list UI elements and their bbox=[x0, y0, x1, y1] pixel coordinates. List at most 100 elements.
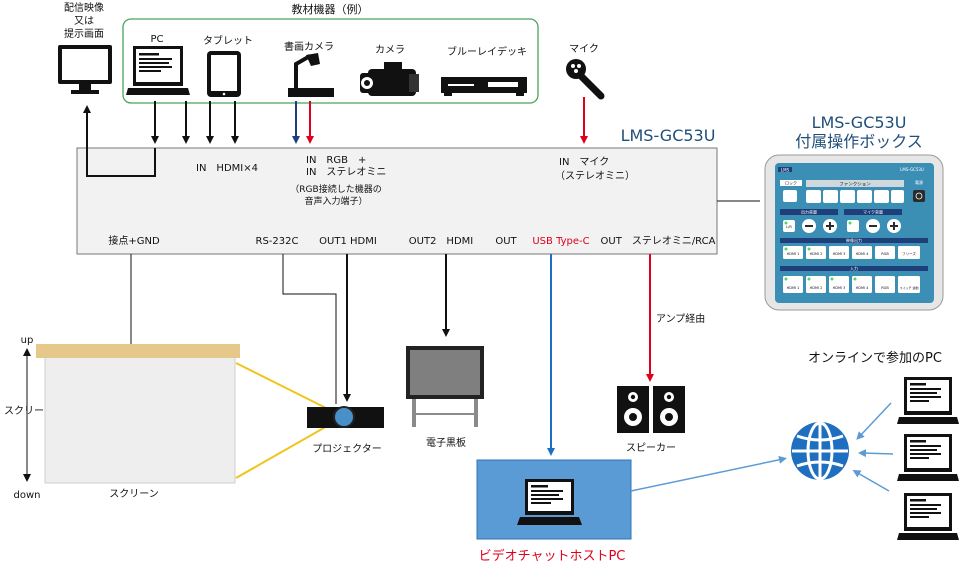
screen-up-label: up bbox=[21, 335, 34, 346]
fn-button-2[interactable] bbox=[823, 190, 838, 203]
out-contact-label: 接点+GND bbox=[108, 234, 160, 247]
in-rgb[interactable] bbox=[875, 276, 895, 293]
power-button[interactable] bbox=[913, 190, 925, 202]
online-pc-3-line bbox=[852, 470, 890, 492]
video-output-label: 映像出力 bbox=[846, 237, 862, 243]
in-h2[interactable] bbox=[806, 276, 826, 293]
online-label: オンラインで参加のPC bbox=[808, 350, 942, 366]
host-pc-label: ビデオチャットホストPC bbox=[479, 548, 626, 564]
led bbox=[784, 221, 788, 225]
screen-housing bbox=[36, 344, 240, 358]
vo-freeze-label: フリーズ bbox=[902, 251, 916, 256]
online-pc-3-icon bbox=[897, 493, 959, 540]
in-hdmi-label: IN HDMI×4 bbox=[196, 163, 258, 174]
pc-laptop-icon bbox=[126, 46, 190, 95]
tablet-label: タブレット bbox=[203, 34, 253, 47]
vo-h3-label: HDMI 3 bbox=[833, 252, 846, 256]
fn-button-3[interactable] bbox=[840, 190, 855, 203]
vo-h1[interactable] bbox=[783, 246, 803, 259]
vo-h2[interactable] bbox=[806, 246, 826, 259]
mic-mute-button[interactable] bbox=[847, 220, 859, 232]
in-hdmi-all[interactable] bbox=[898, 276, 920, 293]
in-rgb-label: RGB bbox=[881, 286, 889, 290]
in-h1[interactable] bbox=[783, 276, 803, 293]
control-box-title-2: 付属操作ボックス bbox=[795, 132, 923, 151]
rgb-note-2: 音声入力端子） bbox=[304, 195, 367, 207]
led bbox=[784, 247, 788, 251]
in-h4[interactable] bbox=[852, 276, 872, 293]
lock-button[interactable] bbox=[783, 190, 797, 202]
control-box-brand: LMS bbox=[781, 168, 790, 173]
control-box-panel: LMS LMS-GC53U 電源 ロック ファンクション 出力音量 マイク音量 … bbox=[775, 163, 934, 303]
projector-icon bbox=[307, 406, 384, 428]
fn-button-5[interactable] bbox=[874, 190, 889, 203]
out-rs232c-label: RS-232C bbox=[256, 236, 299, 247]
in-h3-label: HDMI 3 bbox=[833, 286, 846, 290]
lr-label: L/R bbox=[786, 225, 792, 229]
vo-h1-label: HDMI 1 bbox=[787, 252, 800, 256]
amp-label: アンプ経由 bbox=[656, 312, 705, 325]
online-pc-2-line bbox=[858, 449, 894, 458]
in-mic-note: （ステレオミニ） bbox=[555, 170, 635, 182]
online-pc-1-icon bbox=[897, 377, 959, 424]
projection-beam-bottom bbox=[235, 420, 337, 479]
electronic-blackboard-icon bbox=[406, 346, 484, 427]
vo-h2-label: HDMI 2 bbox=[810, 252, 823, 256]
vo-rgb-label: RGB bbox=[881, 252, 889, 256]
in-mic-label: IN マイク bbox=[559, 156, 609, 168]
screen-label: スクリーン bbox=[109, 488, 159, 500]
main-unit-box bbox=[76, 147, 718, 255]
power-label: 電源 bbox=[915, 179, 923, 185]
camera-label: カメラ bbox=[375, 44, 405, 56]
rgb-note-1: （RGB接続した機器の bbox=[290, 183, 381, 195]
tablet-icon bbox=[207, 51, 241, 97]
camera-icon bbox=[360, 62, 419, 96]
vo-h3[interactable] bbox=[829, 246, 849, 259]
in-h3[interactable] bbox=[829, 276, 849, 293]
online-pc-1-line bbox=[856, 402, 892, 440]
led bbox=[848, 221, 852, 225]
led bbox=[784, 277, 788, 281]
out-usb-prefix: OUT bbox=[495, 236, 517, 247]
fn-button-1[interactable] bbox=[806, 190, 821, 203]
globe-icon bbox=[791, 421, 849, 481]
lock-label: ロック bbox=[785, 180, 797, 186]
vo-rgb[interactable] bbox=[875, 246, 895, 259]
led bbox=[807, 277, 811, 281]
led bbox=[853, 277, 857, 281]
display-label-2: 又は bbox=[74, 15, 94, 27]
vo-freeze[interactable] bbox=[898, 246, 920, 259]
fn-button-4[interactable] bbox=[857, 190, 872, 203]
display-feed-line bbox=[83, 105, 156, 177]
output-volume-label: 出力音量 bbox=[801, 209, 817, 215]
in-h4-label: HDMI 4 bbox=[856, 286, 869, 290]
in-h2-label: HDMI 2 bbox=[810, 286, 823, 290]
mic-volume-label: マイク音量 bbox=[863, 209, 883, 215]
mic-label: マイク bbox=[569, 43, 599, 55]
screen-surface bbox=[44, 354, 236, 484]
speaker-label: スピーカー bbox=[626, 442, 676, 454]
screen-down-label: down bbox=[14, 490, 41, 501]
host-to-internet-line bbox=[630, 455, 787, 492]
out-usb-label: USB Type-C bbox=[532, 236, 589, 247]
main-unit-model: LMS-GC53U bbox=[621, 126, 716, 145]
host-pc-laptop-icon bbox=[517, 479, 582, 525]
in-rgb-stereo-label: IN ステレオミニ bbox=[306, 166, 386, 178]
led bbox=[807, 247, 811, 251]
blackboard-label: 電子黒板 bbox=[426, 436, 466, 449]
out2-hdmi-label: OUT2 HDMI bbox=[409, 236, 473, 247]
vo-h4[interactable] bbox=[852, 246, 872, 259]
vo-h4-label: HDMI 4 bbox=[856, 252, 869, 256]
in-rgb-label: IN RGB + bbox=[306, 155, 366, 166]
out1-hdmi-label: OUT1 HDMI bbox=[319, 236, 377, 247]
display-monitor-icon bbox=[58, 45, 112, 94]
projector-label: プロジェクター bbox=[312, 443, 382, 455]
input-label: 入力 bbox=[850, 265, 858, 271]
rs232c-line bbox=[282, 254, 337, 404]
control-box-model: LMS-GC53U bbox=[900, 167, 924, 172]
fn-button-6[interactable] bbox=[891, 190, 904, 203]
display-label-1: 配信映像 bbox=[64, 2, 104, 14]
out-stereo-label: OUT ステレオミニ/RCA bbox=[601, 235, 716, 247]
equipment-group-title: 教材機器（例） bbox=[292, 2, 369, 16]
